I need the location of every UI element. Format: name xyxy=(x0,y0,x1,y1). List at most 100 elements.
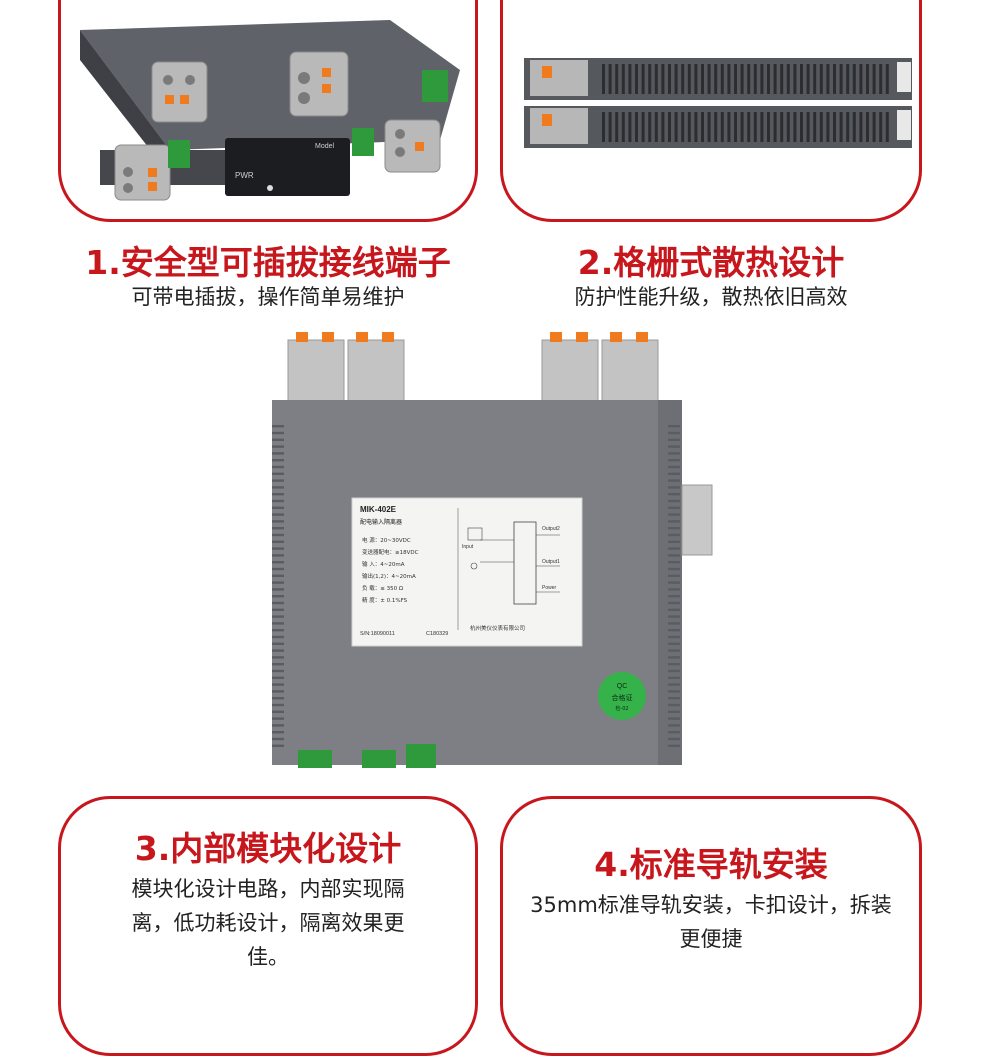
vent-slot xyxy=(668,703,680,707)
model-number: MIK-402E xyxy=(360,505,397,514)
vent-slot xyxy=(668,683,680,686)
vent-slot xyxy=(668,731,680,734)
vent-slot xyxy=(833,112,836,142)
vent-slot xyxy=(846,64,850,94)
vent-slot xyxy=(635,64,638,94)
vent-slot xyxy=(668,595,680,598)
vent-slot xyxy=(780,112,784,142)
vent-slot xyxy=(793,112,797,142)
vent-slot xyxy=(272,690,284,693)
vent-slot xyxy=(668,561,680,564)
vent-slot xyxy=(793,64,797,94)
vent-slot xyxy=(773,112,777,142)
vent-slot xyxy=(272,445,284,448)
vent-slot xyxy=(602,64,605,94)
vent-slot xyxy=(668,452,680,455)
vent-slot xyxy=(272,724,284,727)
vent-slot xyxy=(272,744,284,747)
vent-slot xyxy=(272,472,284,475)
vent-slot xyxy=(272,574,284,577)
vent-slot xyxy=(272,629,284,632)
vent-slot xyxy=(272,425,284,428)
vent-slot xyxy=(720,112,724,142)
vent-slot xyxy=(272,567,284,571)
vent-slot xyxy=(628,64,632,94)
vent-slot xyxy=(668,554,680,557)
vent-slot xyxy=(668,64,671,94)
qc-code-text: 检-02 xyxy=(615,705,628,712)
vent-slot xyxy=(668,676,680,679)
wiring-diagram xyxy=(467,521,560,605)
green-connector xyxy=(422,70,448,102)
vent-slot xyxy=(608,64,612,94)
feature-title-3: 3.内部模块化设计 xyxy=(134,829,402,868)
vent-slot xyxy=(272,676,284,679)
vent-slot xyxy=(786,112,790,142)
vent-slot xyxy=(852,64,856,94)
spec-line: 输 入：4~20mA xyxy=(362,560,405,568)
green-connector xyxy=(168,140,190,168)
green-connector xyxy=(406,744,436,768)
vent-slot xyxy=(272,595,284,598)
vent-slot xyxy=(668,527,680,530)
vent-slot xyxy=(753,64,757,94)
vent-slot xyxy=(272,635,284,639)
vent-slot xyxy=(806,112,810,142)
feature-title-4: 4.标准导轨安装 xyxy=(594,845,828,884)
vent-slot xyxy=(760,64,764,94)
vent-slot xyxy=(681,64,685,94)
vent-slot xyxy=(668,431,680,435)
vent-slot xyxy=(846,112,850,142)
vent-slot xyxy=(602,112,605,142)
vent-slot xyxy=(272,710,284,713)
vent-slot xyxy=(707,112,711,142)
vent-slot xyxy=(687,64,691,94)
vent-slot xyxy=(747,112,751,142)
vent-slot xyxy=(839,112,843,142)
vent-slot xyxy=(648,112,652,142)
vent-slot xyxy=(654,112,658,142)
qc-text: QC xyxy=(617,683,628,690)
vent-slot xyxy=(272,622,284,625)
vent-slot xyxy=(701,112,704,142)
feature-desc-4: 35mm标准导轨安装，卡扣设计，拆装更便捷 xyxy=(530,893,892,951)
feature-title-2: 2.格栅式散热设计 xyxy=(577,243,845,282)
vent-slot xyxy=(668,588,680,591)
vent-slot xyxy=(272,737,284,741)
vent-slot xyxy=(819,64,823,94)
vent-slot xyxy=(272,703,284,707)
vent-slot xyxy=(272,588,284,591)
vent-slot xyxy=(866,64,869,94)
vent-slot xyxy=(668,663,680,666)
vent-slot xyxy=(780,64,784,94)
vent-slot xyxy=(839,64,843,94)
vent-slot xyxy=(701,64,704,94)
vent-slot xyxy=(819,112,823,142)
vent-slot xyxy=(621,64,625,94)
vent-slot xyxy=(813,64,817,94)
vent-slot xyxy=(661,64,665,94)
vent-slot xyxy=(272,547,284,550)
vent-slot xyxy=(272,493,284,496)
vent-slot xyxy=(272,527,284,530)
vent-slot xyxy=(773,64,777,94)
vent-slot xyxy=(668,615,680,618)
vent-slot xyxy=(740,64,744,94)
module-side xyxy=(524,106,912,148)
vent-slot xyxy=(641,64,645,94)
vent-slot xyxy=(272,452,284,455)
spec-line: 电 源：20~30VDC xyxy=(362,536,411,544)
vent-slot xyxy=(661,112,665,142)
terminal-plug xyxy=(151,61,208,123)
vent-slot xyxy=(272,601,284,605)
qc-sticker: QC 合格证 检-02 xyxy=(598,672,646,720)
vent-slot xyxy=(826,112,830,142)
vent-slot xyxy=(621,112,625,142)
vent-slot xyxy=(767,64,770,94)
vent-slot xyxy=(272,581,284,584)
vent-slot xyxy=(767,112,770,142)
power-label: Power xyxy=(542,585,557,591)
vent-slot xyxy=(687,112,691,142)
vent-slot xyxy=(668,629,680,632)
vent-slot xyxy=(714,64,718,94)
